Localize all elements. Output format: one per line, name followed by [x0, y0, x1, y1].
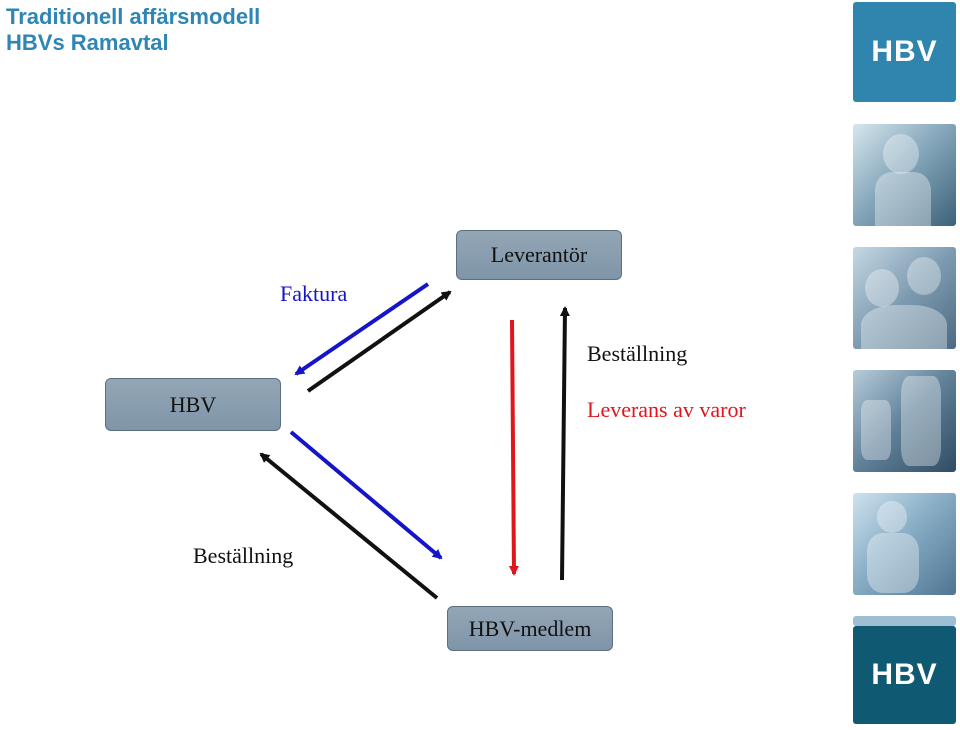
title-line-1: Traditionell affärsmodell: [6, 4, 261, 29]
label-delivery: Leverans av varor: [587, 397, 746, 422]
hbv-logo-bottom: HBV: [853, 626, 956, 724]
arrow-order-hbv-to-supplier: [306, 290, 452, 393]
node-supplier-label: Leverantör: [490, 242, 588, 267]
arrow-order-member-to-hbv: [259, 452, 439, 600]
node-member: HBV-medlem: [447, 606, 613, 651]
photo-elderly-couple: [853, 247, 956, 349]
node-hbv: HBV: [105, 378, 281, 431]
node-supplier: Leverantör: [456, 230, 622, 280]
arrow-order-member-to-supplier: [559, 306, 570, 581]
node-member-label: HBV-medlem: [468, 615, 592, 641]
arrow-delivery-supplier-to-member: [508, 319, 519, 576]
arrow-hbv-to-member: [289, 430, 443, 560]
photo-child-climbing: [853, 493, 956, 595]
arrow-invoice-supplier-to-hbv: [294, 282, 430, 376]
hbv-logo-top: HBV: [853, 2, 956, 102]
photo-playground: [853, 370, 956, 472]
title-line-2: HBVs Ramavtal: [6, 30, 169, 55]
slide-title: Traditionell affärsmodell HBVs Ramavtal: [6, 4, 260, 56]
label-order-right: Beställning: [587, 341, 688, 366]
hbv-logo-bottom-text: HBV: [871, 658, 938, 691]
node-hbv-label: HBV: [169, 391, 217, 417]
label-invoice: Faktura: [280, 281, 348, 306]
photo-strip: [853, 616, 956, 626]
flow-arrows: [259, 282, 570, 600]
hbv-logo-top-text: HBV: [871, 35, 938, 68]
label-order-bottom: Beställning: [193, 543, 294, 568]
photo-boy: [853, 124, 956, 226]
